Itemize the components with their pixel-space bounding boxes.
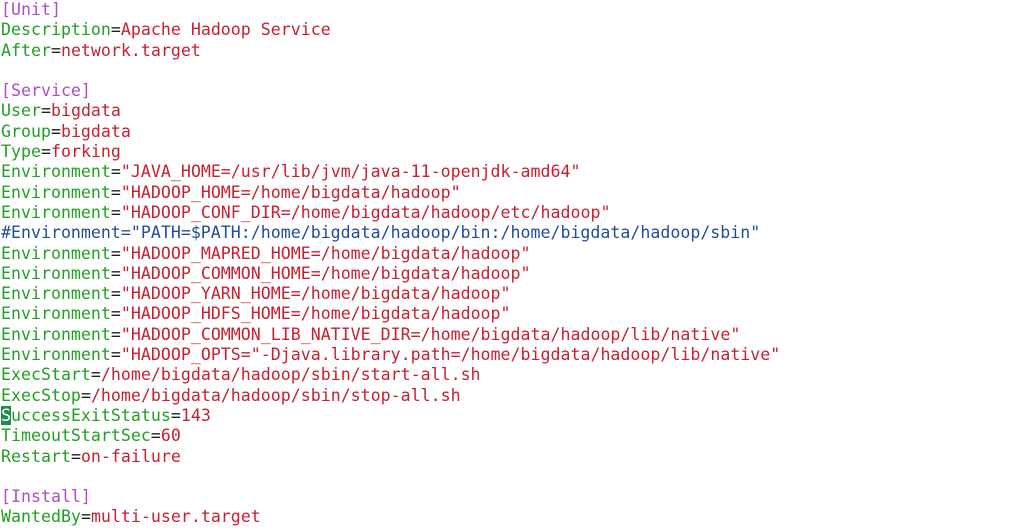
equals-sign: = [50, 40, 61, 60]
editor-line[interactable]: Environment="JAVA_HOME=/usr/lib/jvm/java… [0, 162, 1024, 182]
equals-sign: = [50, 121, 61, 141]
config-key: Environment [1, 263, 111, 283]
editor-line[interactable]: Environment="HADOOP_HDFS_HOME=/home/bigd… [0, 304, 1024, 324]
config-value: Apache Hadoop Service [120, 20, 331, 40]
config-value: "HADOOP_YARN_HOME=/home/bigdata/hadoop" [120, 284, 511, 304]
editor-line[interactable]: Environment="HADOOP_HOME=/home/bigdata/h… [0, 183, 1024, 203]
equals-sign: = [110, 324, 121, 344]
editor-line[interactable]: User=bigdata [0, 101, 1024, 121]
editor-line[interactable]: Group=bigdata [0, 122, 1024, 142]
equals-sign: = [110, 345, 121, 365]
editor-line[interactable]: Description=Apache Hadoop Service [0, 20, 1024, 40]
config-key: SuccessExitStatus [1, 405, 171, 425]
equals-sign: = [110, 284, 121, 304]
equals-sign: = [110, 20, 121, 40]
comment-text: #Environment="PATH=$PATH:/home/bigdata/h… [1, 223, 761, 243]
editor-line[interactable]: #Environment="PATH=$PATH:/home/bigdata/h… [0, 223, 1024, 243]
config-key-rest: uccessExitStatus [11, 405, 171, 425]
editor-line[interactable]: TimeoutStartSec=60 [0, 426, 1024, 446]
config-value: 60 [160, 426, 181, 446]
config-value: /home/bigdata/hadoop/sbin/start-all.sh [100, 365, 481, 385]
config-value: bigdata [60, 121, 131, 141]
equals-sign: = [90, 365, 101, 385]
equals-sign: = [80, 385, 91, 405]
editor-line[interactable]: [Install] [0, 487, 1024, 507]
equals-sign: = [170, 405, 181, 425]
config-value: "JAVA_HOME=/usr/lib/jvm/java-11-openjdk-… [120, 162, 581, 182]
config-key: Description [1, 20, 111, 40]
equals-sign: = [110, 243, 121, 263]
equals-sign: = [40, 101, 51, 121]
config-value: "HADOOP_OPTS="-Djava.library.path=/home/… [120, 345, 781, 365]
config-value: 143 [180, 405, 211, 425]
editor-line[interactable]: [Unit] [0, 0, 1024, 20]
blank-line[interactable] [0, 61, 1024, 81]
config-key: WantedBy [1, 507, 81, 527]
config-key: Restart [1, 446, 71, 466]
config-value: "HADOOP_COMMON_LIB_NATIVE_DIR=/home/bigd… [120, 324, 741, 344]
equals-sign: = [110, 304, 121, 324]
config-key: Environment [1, 202, 111, 222]
equals-sign: = [70, 446, 81, 466]
editor-line[interactable]: Environment="HADOOP_CONF_DIR=/home/bigda… [0, 203, 1024, 223]
config-value: "HADOOP_CONF_DIR=/home/bigdata/hadoop/et… [120, 202, 611, 222]
editor-line[interactable]: Environment="HADOOP_COMMON_HOME=/home/bi… [0, 264, 1024, 284]
equals-sign: = [80, 507, 91, 527]
config-value: "HADOOP_HOME=/home/bigdata/hadoop" [120, 182, 461, 202]
blank-line[interactable] [0, 467, 1024, 487]
config-value: "HADOOP_HDFS_HOME=/home/bigdata/hadoop" [120, 304, 511, 324]
editor-line[interactable]: [Service] [0, 81, 1024, 101]
config-key: Environment [1, 304, 111, 324]
editor-line[interactable]: After=network.target [0, 41, 1024, 61]
editor-line[interactable]: Environment="HADOOP_MAPRED_HOME=/home/bi… [0, 244, 1024, 264]
editor-line[interactable]: Restart=on-failure [0, 447, 1024, 467]
config-key: Type [1, 142, 41, 162]
config-value: bigdata [50, 101, 121, 121]
editor-line[interactable]: Environment="HADOOP_OPTS="-Djava.library… [0, 345, 1024, 365]
config-key: Environment [1, 162, 111, 182]
config-value: "HADOOP_MAPRED_HOME=/home/bigdata/hadoop… [120, 243, 531, 263]
equals-sign: = [40, 142, 51, 162]
section-header: [Install] [1, 487, 91, 507]
config-key: Environment [1, 284, 111, 304]
equals-sign: = [110, 182, 121, 202]
config-key: Environment [1, 345, 111, 365]
config-value: "HADOOP_COMMON_HOME=/home/bigdata/hadoop… [120, 263, 531, 283]
config-value: network.target [60, 40, 201, 60]
editor-line[interactable]: Environment="HADOOP_COMMON_LIB_NATIVE_DI… [0, 325, 1024, 345]
editor-line[interactable]: ExecStop=/home/bigdata/hadoop/sbin/stop-… [0, 386, 1024, 406]
config-key: Environment [1, 324, 111, 344]
config-key: Environment [1, 182, 111, 202]
text-cursor: S [1, 405, 11, 425]
section-header: [Service] [1, 81, 91, 101]
editor-line[interactable]: Environment="HADOOP_YARN_HOME=/home/bigd… [0, 284, 1024, 304]
config-value: multi-user.target [90, 507, 261, 527]
equals-sign: = [110, 202, 121, 222]
config-key: ExecStop [1, 385, 81, 405]
equals-sign: = [110, 263, 121, 283]
editor-line[interactable]: ExecStart=/home/bigdata/hadoop/sbin/star… [0, 365, 1024, 385]
equals-sign: = [150, 426, 161, 446]
config-value: /home/bigdata/hadoop/sbin/stop-all.sh [90, 385, 461, 405]
config-key: Environment [1, 243, 111, 263]
config-key: TimeoutStartSec [1, 426, 151, 446]
editor-line[interactable]: Type=forking [0, 142, 1024, 162]
config-key: Group [1, 121, 51, 141]
config-value: on-failure [80, 446, 181, 466]
editor-line[interactable]: WantedBy=multi-user.target [0, 507, 1024, 527]
config-key: User [1, 101, 41, 121]
editor-line[interactable]: SuccessExitStatus=143 [0, 405, 1024, 426]
equals-sign: = [110, 162, 121, 182]
config-value: forking [50, 142, 121, 162]
config-key: ExecStart [1, 365, 91, 385]
section-header: [Unit] [1, 0, 61, 19]
config-key: After [1, 40, 51, 60]
